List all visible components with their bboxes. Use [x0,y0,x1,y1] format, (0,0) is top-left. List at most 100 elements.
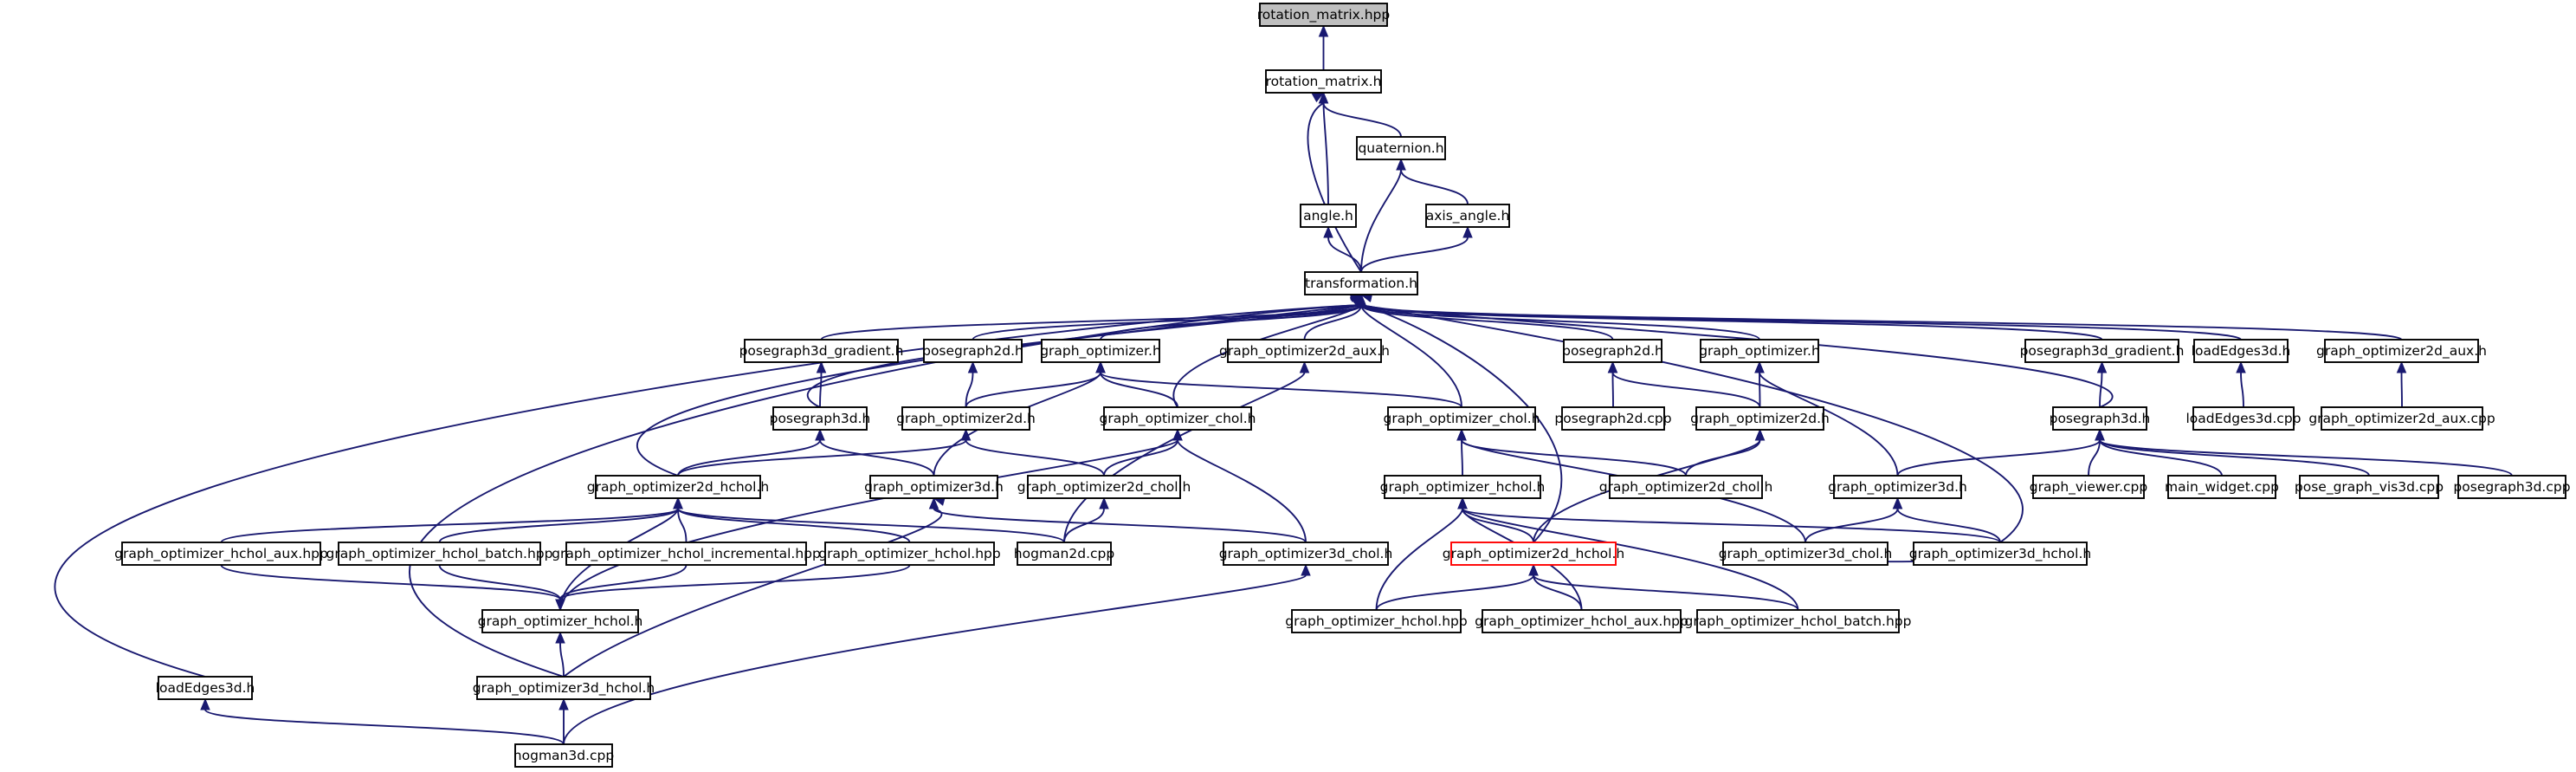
node-box [1700,339,1819,363]
edge-graph_optimizer3d_hchol_h_b-to-graph_optimizer3d_h_b [1892,496,2001,543]
node-rotation-matrix-hpp[interactable]: rotation_matrix.hpp [1257,3,1391,27]
edge-graph_optimizer3d_hchol_h_b-to-graph_optimizer_hchol_h_b [1457,496,2001,543]
node-label: loadEdges3d.h [156,680,255,696]
node-box [2167,475,2276,499]
node-box [2024,339,2179,363]
node-graph-optimizer3d-hchol-h-a[interactable]: graph_optimizer3d_hchol.h [473,676,655,700]
edge-arrowhead [1396,158,1406,171]
node-box [1722,542,1888,566]
node-label: posegraph3d.cpp [2453,479,2570,495]
node-graph-optimizer2d-aux-h[interactable]: graph_optimizer2d_aux.h [1219,339,1390,363]
node-posegraph3d-gradient-h-b[interactable]: posegraph3d_gradient.h [2020,339,2185,363]
node-posegraph2d-h-b[interactable]: posegraph2d.h [1562,339,1663,363]
edge-arrowhead [555,599,565,612]
node-posegraph2d-cpp[interactable]: posegraph2d.cpp [1554,406,1672,431]
edge-line [636,304,1362,477]
node-graph-optimizer-h-b[interactable]: graph_optimizer.h [1699,339,1820,363]
node-graph-optimizer-h-a[interactable]: graph_optimizer.h [1040,339,1161,363]
edge-arrowhead [673,496,683,509]
node-graph-optimizer-hchol-batch-hpp-a[interactable]: graph_optimizer_hchol_batch.hpp [326,542,553,566]
node-graph-optimizer-hchol-batch-hpp-b[interactable]: graph_optimizer_hchol_batch.hpp [1685,609,1912,633]
node-graph-optimizer-hchol-incremental-hpp[interactable]: graph_optimizer_hchol_incremental.hpp [552,542,821,566]
node-box [1384,475,1541,499]
edge-line [1063,372,1306,543]
node-main-widget-cpp[interactable]: main_widget.cpp [2165,475,2279,499]
node-graph-optimizer-hchol-hpp-a[interactable]: graph_optimizer_hchol.hpp [818,542,1001,566]
node-graph-optimizer2d-aux-cpp[interactable]: graph_optimizer2d_aux.cpp [2308,406,2495,431]
node-graph-optimizer-hchol-h-b[interactable]: graph_optimizer_hchol.h [1380,475,1546,499]
edge-line [1462,508,2001,543]
node-label: graph_optimizer2d.h [896,411,1036,427]
node-box [1103,406,1252,431]
node-hogman2d-cpp[interactable]: hogman2d.cpp [1014,542,1114,566]
edge-line [2099,439,2513,477]
node-box [158,676,253,700]
node-graph-optimizer-hchol-aux-hpp-b[interactable]: graph_optimizer_hchol_aux.hpp [1475,609,1688,633]
node-box [1356,136,1446,160]
node-box [772,406,868,431]
node-box [1300,204,1357,228]
node-box [2192,406,2295,431]
edge-hogman3d_cpp-to-loadEdges3d_h_bottom [200,697,565,745]
node-quaternion-h[interactable]: quaternion.h [1356,136,1446,160]
node-label: graph_optimizer_hchol.hpp [1285,613,1467,630]
node-label: graph_optimizer2d.h [1690,411,1830,427]
edge-posegraph3d_h_b-to-posegraph3d_gradient_h_b [2096,360,2108,408]
node-posegraph3d-h-a[interactable]: posegraph3d.h [770,406,871,431]
node-graph-optimizer2d-chol-h-b[interactable]: graph_optimizer2d_chol.h [1599,475,1773,499]
node-box [2299,475,2439,499]
edge-line [559,564,911,600]
node-graph-optimizer3d-h-a[interactable]: graph_optimizer3d.h [864,475,1004,499]
node-rotation-matrix-h[interactable]: rotation_matrix.h [1265,69,1382,94]
node-label: hogman3d.cpp [513,748,614,763]
node-graph-optimizer2d-chol-h-a[interactable]: graph_optimizer2d_chol.h [1017,475,1191,499]
node-graph-viewer-cpp[interactable]: graph_viewer.cpp [2030,475,2147,499]
node-loadEdges3d-cpp[interactable]: loadEdges3d.cpp [2185,406,2302,431]
node-posegraph3d-cpp[interactable]: posegraph3d.cpp [2453,475,2571,499]
node-graph-optimizer2d-h-b[interactable]: graph_optimizer2d.h [1690,406,1830,431]
node-posegraph3d-h-b[interactable]: posegraph3d.h [2050,406,2151,431]
node-graph-optimizer3d-chol-h-a[interactable]: graph_optimizer3d_chol.h [1219,542,1393,566]
node-box [595,475,761,499]
node-graph-optimizer3d-chol-h-b[interactable]: graph_optimizer3d_chol.h [1719,542,1893,566]
node-loadEdges3d-h-bottom[interactable]: loadEdges3d.h [156,676,255,700]
node-label: rotation_matrix.h [1266,74,1382,90]
node-graph-optimizer-hchol-h-a[interactable]: graph_optimizer_hchol.h [478,609,643,633]
node-hogman3d-cpp[interactable]: hogman3d.cpp [513,743,614,768]
edge-line [1322,102,1329,205]
node-posegraph3d-gradient-h-a[interactable]: posegraph3d_gradient.h [739,339,904,363]
node-posegraph2d-h-a[interactable]: posegraph2d.h [922,339,1023,363]
edge-line [1896,439,2101,477]
node-graph-optimizer3d-hchol-h-b[interactable]: graph_optimizer3d_hchol.h [1909,542,2091,566]
node-label: graph_optimizer.h [1699,343,1820,360]
edge-line [1100,372,1178,408]
node-transformation-h[interactable]: transformation.h [1304,271,1418,295]
node-graph-optimizer-hchol-hpp-b[interactable]: graph_optimizer_hchol.hpp [1285,609,1468,633]
edge-line [965,372,974,408]
edge-line [559,564,688,600]
node-pose-graph-vis3d-cpp[interactable]: pose_graph_vis3d.cpp [2295,475,2444,499]
edge-arrowhead [1095,360,1106,373]
edge-line [819,439,935,477]
node-graph-optimizer2d-hchol-h-a[interactable]: graph_optimizer2d_hchol.h [587,475,769,499]
node-label: graph_optimizer.h [1040,343,1161,360]
node-graph-optimizer-chol-h-a[interactable]: graph_optimizer_chol.h [1100,406,1256,431]
edge-hogman3d_cpp-to-graph_optimizer3d_chol_h_a [563,563,1311,745]
node-box [1017,542,1112,566]
node-label: graph_optimizer3d_chol.h [1719,546,1893,562]
node-box [2457,475,2566,499]
node-graph-optimizer2d-h-a[interactable]: graph_optimizer2d.h [896,406,1036,431]
edge-line [1303,304,1362,341]
edge-arrowhead [1318,24,1329,37]
node-graph-optimizer2d-aux-h-b[interactable]: graph_optimizer2d_aux.h [2316,339,2487,363]
edge-line [1322,102,1402,138]
node-graph-optimizer3d-h-b[interactable]: graph_optimizer3d.h [1828,475,1967,499]
node-axis-angle-h[interactable]: axis_angle.h [1425,204,1510,228]
node-graph-optimizer-hchol-aux-hpp-a[interactable]: graph_optimizer_hchol_aux.hpp [114,542,328,566]
node-graph-optimizer-chol-h-b[interactable]: graph_optimizer_chol.h [1384,406,1540,431]
edge-arrowhead [2096,360,2108,373]
node-loadEdges3d-h-top[interactable]: loadEdges3d.h [2192,339,2291,363]
node-graph-optimizer2d-hchol-h-b[interactable]: graph_optimizer2d_hchol.h [1443,542,1624,566]
node-angle-h[interactable]: angle.h [1300,204,1357,228]
node-box [1041,339,1160,363]
